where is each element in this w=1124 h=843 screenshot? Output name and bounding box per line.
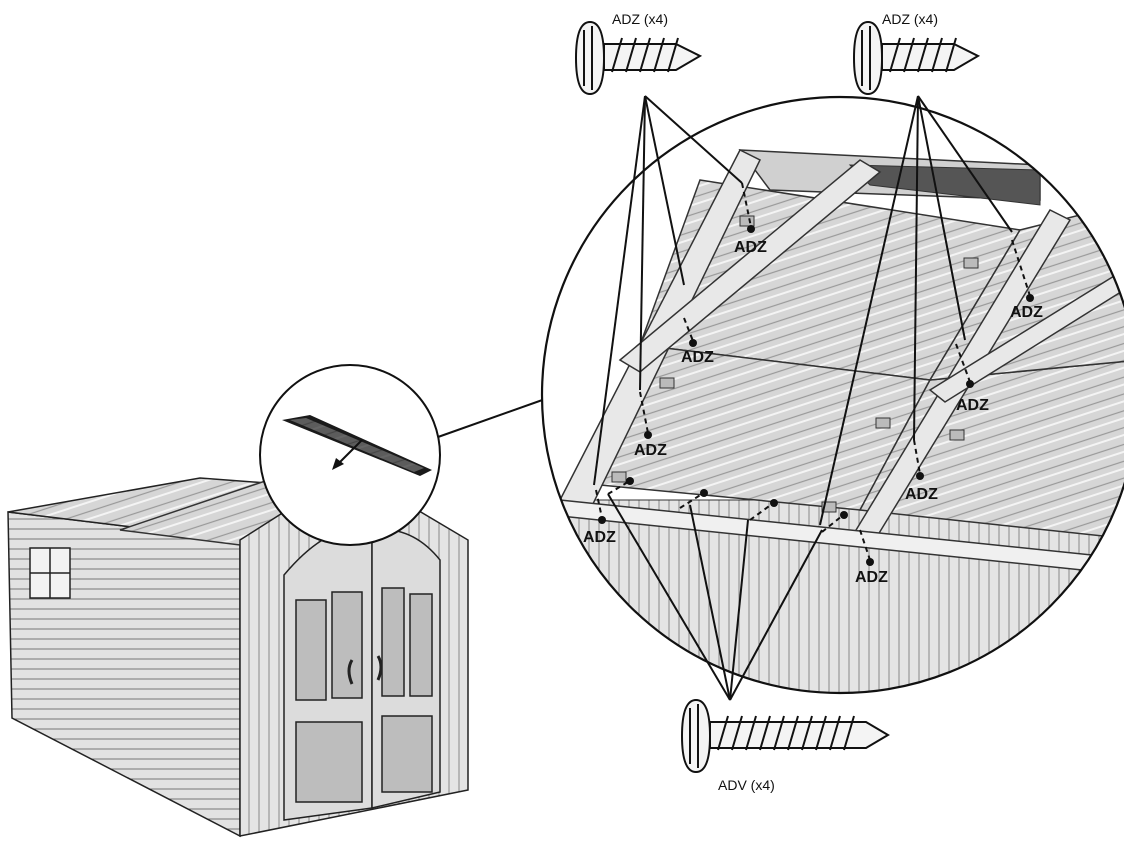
callout-label: ADZ [1010, 304, 1043, 321]
detail-view [540, 95, 1124, 695]
callout-label: ADZ [855, 569, 888, 586]
screw-label-top-right: ADZ (x4) [882, 11, 938, 27]
screw-label-bottom: ADV (x4) [718, 777, 775, 793]
screw-short-icon [852, 20, 981, 96]
screw-long-icon [680, 698, 890, 774]
callout-label: ADZ [905, 486, 938, 503]
callout-label: ADZ [634, 442, 667, 459]
screw-label-top-left: ADZ (x4) [612, 11, 668, 27]
callout-label: ADZ [956, 397, 989, 414]
screw-short-icon [574, 20, 703, 96]
overview-callout [259, 364, 549, 546]
callout-label: ADZ [583, 529, 616, 546]
callout-label: ADZ [734, 239, 767, 256]
screw-positions [595, 182, 1031, 561]
callout-label: ADZ [681, 349, 714, 366]
screw-dots [598, 225, 1034, 566]
leader-lines [593, 95, 1013, 701]
